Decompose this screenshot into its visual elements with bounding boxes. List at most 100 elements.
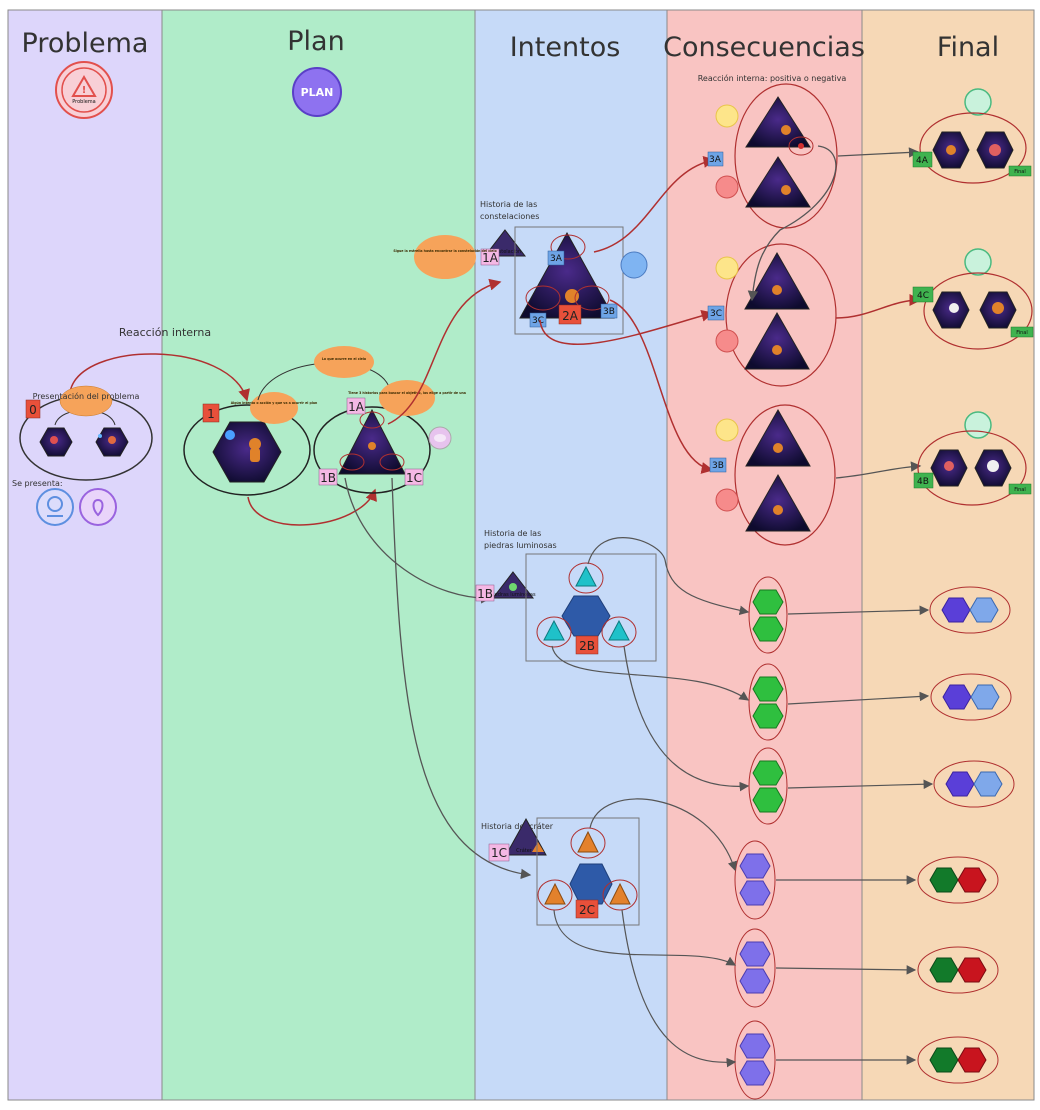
connector-1A <box>387 278 502 425</box>
connector-1C <box>391 477 532 880</box>
connector-2B-3 <box>623 645 750 792</box>
final-4C[interactable]: Final <box>923 248 1034 350</box>
connector-2B-2 <box>551 645 749 701</box>
column-backgrounds <box>7 9 1035 1101</box>
connector-final-g2 <box>787 691 930 705</box>
intentos-tag-1A-label: 1A <box>482 251 499 265</box>
final-4B[interactable]: Final <box>917 411 1032 506</box>
cons-tag-3B-label: 3B <box>712 461 724 471</box>
connector-1B <box>344 477 492 604</box>
problema-badge: ! Problema <box>55 61 113 119</box>
consequence-purple-2[interactable] <box>734 928 776 1008</box>
intentos-tag-1C[interactable] <box>488 843 510 862</box>
final-green-red-3[interactable] <box>917 1036 999 1084</box>
intentos-tag-2C-label: 2C <box>579 903 595 917</box>
intentos-tag-3B[interactable] <box>600 303 618 319</box>
cons-tag-3B[interactable] <box>709 457 727 473</box>
column-problema <box>7 9 163 1101</box>
plan-badge: PLAN <box>292 67 342 117</box>
intentos-tag-3C[interactable] <box>529 312 547 328</box>
story-c-node[interactable] <box>536 817 640 926</box>
story-b-title-line2: piedras luminosas <box>484 541 557 550</box>
consequence-3A[interactable] <box>715 83 838 229</box>
final-tag-4C[interactable] <box>912 286 934 303</box>
connector-3B <box>609 299 714 474</box>
tag-0-label: 0 <box>29 403 37 417</box>
story-c-thumb-label: Cráter <box>516 847 533 854</box>
final-purple-blue-1[interactable] <box>929 586 1011 634</box>
character-icon <box>36 488 74 526</box>
intentos-tag-2A[interactable] <box>558 304 582 325</box>
connector-crossing <box>747 145 837 302</box>
consequence-green-2[interactable] <box>748 663 788 741</box>
story-c-title: Historia del cráter <box>481 822 554 831</box>
tag-1[interactable] <box>202 403 220 423</box>
consequence-green-3[interactable] <box>748 747 788 825</box>
plan-tag-1B[interactable] <box>318 468 338 486</box>
plan-badge-label: PLAN <box>301 86 334 99</box>
intentos-tag-1B-label: 1B <box>477 587 493 601</box>
intentos-tag-2A-label: 2A <box>562 309 579 323</box>
column-final <box>861 9 1035 1101</box>
plan-tag-1A-label: 1A <box>348 400 365 414</box>
cons-tag-3C[interactable] <box>707 305 725 321</box>
intentos-tag-3C-label: 3C <box>532 316 544 326</box>
problema-badge-label: Problema <box>72 99 96 105</box>
story-b-thumb-label: Piedras luminosas <box>490 592 536 598</box>
cons-tag-3A-label: 3A <box>709 155 722 165</box>
final-tag-4C-label: 4C <box>917 291 929 301</box>
intentos-tag-1A[interactable] <box>480 248 500 266</box>
connector-final-p2 <box>775 965 917 975</box>
plan-node-1[interactable]: Algún intento o acción y que va a ocurri… <box>183 392 318 496</box>
story-b-node[interactable] <box>525 553 657 662</box>
consequence-purple-1[interactable] <box>734 840 776 920</box>
intentos-tag-1B[interactable] <box>475 584 495 602</box>
final-tag-4A[interactable] <box>912 151 933 168</box>
column-title-problema: Problema <box>22 28 149 59</box>
plan-tag-1C[interactable] <box>404 468 424 486</box>
final-green-red-1[interactable] <box>917 856 999 904</box>
column-title-final: Final <box>937 32 999 63</box>
presenta-label: Se presenta: <box>12 479 63 488</box>
cons-tag-3C-label: 3C <box>710 309 722 319</box>
connector-3C <box>539 309 714 345</box>
tag-1-label: 1 <box>207 407 215 421</box>
warning-icon <box>71 75 97 97</box>
story-a-thumb-label: Constelación <box>489 248 521 255</box>
plan-arrow-bottom <box>247 488 377 526</box>
consequence-3C[interactable] <box>715 243 837 387</box>
reaction-label: Reacción interna <box>119 326 211 339</box>
plan-tag-1C-label: 1C <box>406 471 422 485</box>
story-a-node[interactable] <box>514 226 648 335</box>
connector-final-g1 <box>787 605 930 616</box>
intentos-tag-3A[interactable] <box>547 250 565 266</box>
cons-tag-3A[interactable] <box>707 151 724 167</box>
final-purple-blue-3[interactable] <box>933 760 1015 808</box>
consequence-3B[interactable] <box>715 404 836 546</box>
final-green-red-2[interactable] <box>917 946 999 994</box>
intentos-tag-3A-label: 3A <box>550 254 563 264</box>
intentos-tag-2C[interactable] <box>575 899 599 919</box>
consequence-green-1[interactable] <box>748 576 788 654</box>
plan-tag-1B-label: 1B <box>320 471 336 485</box>
story-a-bubble-text: Sigue la estrella hasta encontrar la con… <box>393 249 497 253</box>
connector-2C-3 <box>621 909 737 1068</box>
problem-presentation-node[interactable]: Presentación del problema <box>19 385 153 481</box>
story-a-bubble <box>414 235 476 279</box>
story-a-title-line2: constelaciones <box>480 212 539 221</box>
final-purple-blue-2[interactable] <box>930 673 1012 721</box>
final-4A[interactable]: Final <box>919 88 1032 184</box>
column-title-intentos: Intentos <box>510 32 621 63</box>
plan-bubble-left: Algún intento o acción y que va a ocurri… <box>231 401 318 405</box>
intentos-tag-3B-label: 3B <box>603 307 615 317</box>
final-tag-4B[interactable] <box>913 472 934 489</box>
reaction-arrow <box>69 353 250 402</box>
intentos-tag-1C-label: 1C <box>491 846 507 860</box>
column-plan <box>161 9 476 1101</box>
intentos-tag-2B[interactable] <box>575 635 599 655</box>
connector-2B-1 <box>587 537 750 615</box>
plan-tag-1A[interactable] <box>346 397 366 415</box>
tag-0[interactable] <box>25 399 41 419</box>
